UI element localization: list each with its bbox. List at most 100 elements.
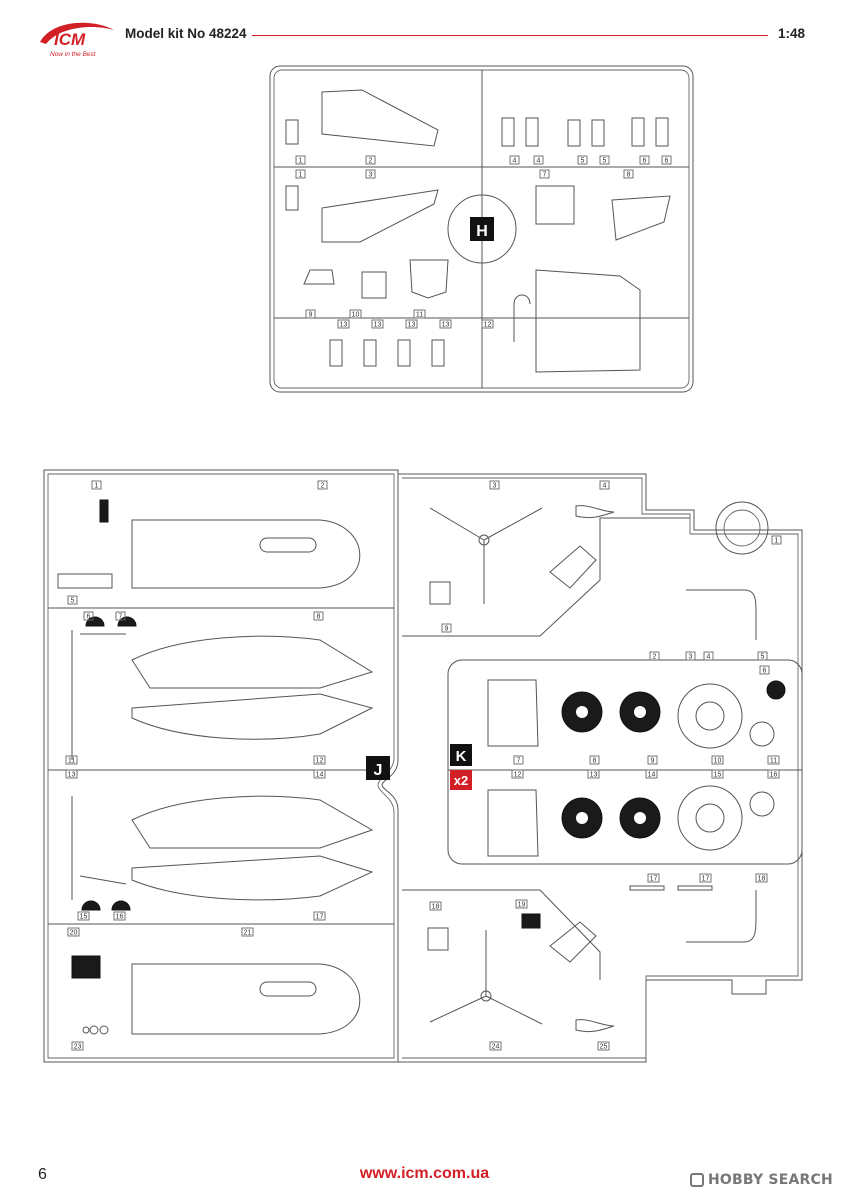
part-window-frame xyxy=(361,271,387,299)
model-kit-title: Model kit No 48224 xyxy=(125,26,247,41)
part-number: 8 xyxy=(627,172,631,179)
part-number: 13 xyxy=(408,322,416,329)
part-windscreen xyxy=(409,259,449,299)
part-number: 9 xyxy=(309,312,313,319)
part-spinner xyxy=(575,1019,615,1033)
sprue-j-frame xyxy=(43,469,399,1063)
part-number: 2 xyxy=(369,158,373,165)
part-number: 8 xyxy=(317,614,321,621)
part-number: 3 xyxy=(493,483,497,490)
part-undercarriage xyxy=(549,545,597,589)
sprue-h-frame xyxy=(269,65,694,393)
part-number: 2 xyxy=(653,654,657,661)
sprue-h-badge xyxy=(470,217,494,241)
part-nacelle-slot xyxy=(259,537,317,553)
part-seat xyxy=(85,616,105,627)
header-rule xyxy=(252,35,768,36)
part-number: 11 xyxy=(68,758,75,765)
part-propeller xyxy=(429,930,543,1025)
part-engine-cowl xyxy=(131,795,374,849)
part-number: 14 xyxy=(648,772,656,779)
icm-logo: ICM Now in the Best xyxy=(36,18,118,60)
sprue-k-runner xyxy=(402,889,601,980)
part-number: 1 xyxy=(775,538,779,545)
part-window xyxy=(397,339,411,367)
sprue-k-engine-frame xyxy=(447,659,803,865)
part-radial-engine xyxy=(619,797,661,839)
part-number: 1 xyxy=(95,483,99,490)
part-nacelle-bottom xyxy=(131,963,361,1035)
part-number: 20 xyxy=(70,930,78,937)
part-number: 6 xyxy=(665,158,669,165)
part-number: 11 xyxy=(416,312,423,319)
part-number: 6 xyxy=(763,668,767,675)
part-cowl-front xyxy=(677,683,743,749)
part-window xyxy=(363,339,377,367)
part-number: 10 xyxy=(714,758,722,765)
part-number: 13 xyxy=(590,772,598,779)
part-instrument-panel xyxy=(57,573,113,589)
part-panel xyxy=(71,955,101,979)
part-number: 1 xyxy=(299,158,303,165)
part-seat xyxy=(117,616,137,627)
sprue-h: H 1 1 2 3 4 4 5 5 6 xyxy=(269,65,694,393)
part-number: 5 xyxy=(761,654,765,661)
part-radial-engine xyxy=(561,691,603,733)
part-exhaust xyxy=(686,890,757,943)
part-number: 5 xyxy=(71,598,75,605)
part-number: 13 xyxy=(442,322,450,329)
part-engine-cowl xyxy=(131,635,374,689)
part-window xyxy=(501,117,515,147)
sprue-k: K x2 1 2 3 4 5 6 7 8 9 10 11 12 13 14 15… xyxy=(398,473,803,1063)
sprue-k-frame xyxy=(398,473,803,1063)
part-rod xyxy=(629,885,665,891)
part-handle xyxy=(513,294,531,342)
part-number: 5 xyxy=(603,158,607,165)
part-number: 7 xyxy=(517,758,521,765)
part-number: 15 xyxy=(714,772,722,779)
sprue-k-badge xyxy=(450,744,472,766)
sprue-k-badge-letter: K xyxy=(456,748,467,765)
part-number: 18 xyxy=(432,904,440,911)
part-number: 14 xyxy=(316,772,324,779)
part-undercarriage xyxy=(549,921,597,963)
part-cowl-front xyxy=(677,785,743,851)
part-number: 17 xyxy=(702,876,710,883)
part-number: 8 xyxy=(593,758,597,765)
part-window xyxy=(567,119,581,147)
part-number: 19 xyxy=(518,902,526,909)
part-strut xyxy=(71,630,126,760)
part-number: 21 xyxy=(244,930,252,937)
watermark-icon xyxy=(690,1173,704,1187)
part-number: 16 xyxy=(116,914,124,921)
part-seat xyxy=(81,900,101,911)
part-window xyxy=(285,119,299,145)
part-window xyxy=(525,117,539,147)
part-canopy xyxy=(535,185,575,225)
part-intake xyxy=(99,499,109,523)
part-number: 12 xyxy=(514,772,522,779)
part-radial-engine xyxy=(619,691,661,733)
sprue-h-badge-ring xyxy=(447,194,517,264)
sprue-j-badge xyxy=(366,756,390,780)
part-number: 1 xyxy=(299,172,303,179)
part-aileron-top xyxy=(321,89,439,147)
sprue-j-badge-letter: J xyxy=(374,762,383,779)
sprue-j: J 1 2 5 6 7 8 11 12 13 14 15 16 17 20 21… xyxy=(43,469,399,1063)
sprue-k-quantity: x2 xyxy=(454,773,468,788)
part-spinner xyxy=(575,505,615,519)
part-seat xyxy=(111,900,131,911)
part-window xyxy=(591,119,605,147)
part-window xyxy=(655,117,669,147)
part-engine-cowl xyxy=(131,693,374,740)
part-disc xyxy=(749,721,775,747)
part-number: 3 xyxy=(369,172,373,179)
part-number: 16 xyxy=(770,772,778,779)
sprue-j-frame-inner xyxy=(47,473,395,1059)
part-cowl-front-inner xyxy=(695,701,725,731)
part-rod xyxy=(677,885,713,891)
part-number: 3 xyxy=(689,654,693,661)
website-link[interactable]: www.icm.com.ua xyxy=(359,1165,490,1182)
part-window xyxy=(329,339,343,367)
part-number: 4 xyxy=(707,654,711,661)
